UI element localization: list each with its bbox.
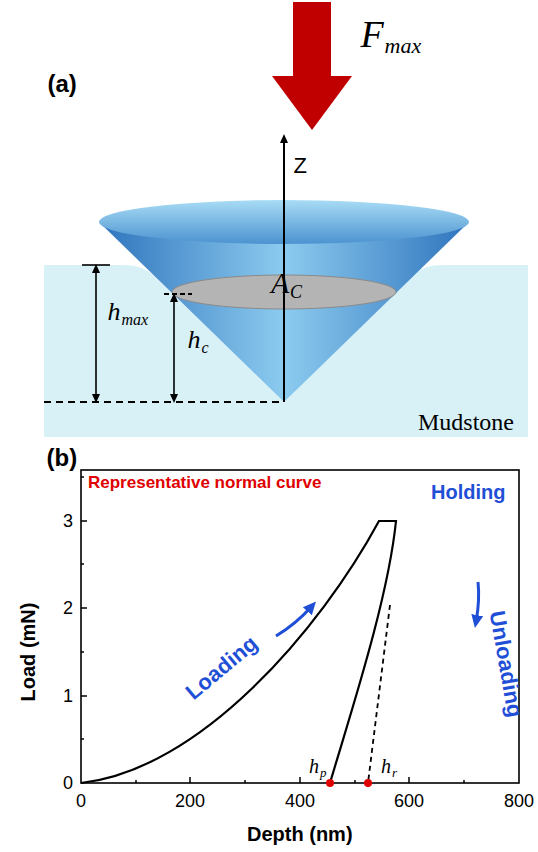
axis-title: Depth (nm)	[247, 824, 353, 844]
depth-symbol: h	[108, 299, 121, 325]
plot-frame	[81, 470, 519, 783]
axis-title: Load (mN)	[18, 603, 38, 702]
axis-ticks	[81, 477, 464, 783]
force-arrow	[272, 2, 352, 130]
depth-subscript: r	[392, 766, 397, 779]
panel-letter: (a)	[48, 72, 77, 96]
tick-label: 400	[285, 792, 315, 810]
depth-subscript: max	[122, 312, 149, 328]
unloading-arrow	[476, 582, 479, 622]
curve-title: Representative normal curve	[88, 474, 321, 491]
hc-dashed	[164, 293, 192, 295]
stage-label: Unloading	[486, 609, 526, 719]
area-symbol: A	[271, 268, 289, 298]
depth-symbol: h	[309, 756, 319, 776]
tick-label: 200	[175, 792, 205, 810]
stage-label: Holding	[431, 482, 505, 502]
depth-symbol: h	[381, 756, 391, 776]
panel-letter: (b)	[47, 446, 78, 470]
area-subscript: C	[290, 283, 302, 301]
load-depth-curve	[81, 521, 396, 783]
axis-name: Z	[294, 155, 307, 177]
force-symbol: F	[361, 15, 384, 53]
hr-point	[364, 779, 372, 787]
loading-arrow	[276, 606, 312, 636]
depth-subscript: p	[320, 766, 327, 779]
depth-subscript: c	[202, 340, 209, 356]
depth-symbol: h	[188, 327, 201, 353]
stage-label: Loading	[182, 632, 262, 704]
tick-label: 1	[63, 687, 73, 705]
hc-dimension	[173, 297, 175, 399]
tick-label: 600	[394, 792, 424, 810]
tick-label: 800	[504, 792, 534, 810]
tick-label: 0	[76, 792, 86, 810]
tick-label: 2	[63, 599, 73, 617]
force-subscript: max	[385, 35, 422, 57]
hp-point	[326, 779, 334, 787]
tick-label: 0	[63, 774, 73, 792]
unloading-tangent	[368, 605, 390, 783]
hmax-dimension	[95, 268, 97, 399]
tick-label: 3	[63, 512, 73, 530]
bottom-dashed	[44, 401, 284, 403]
hmax-tick	[82, 264, 110, 266]
material-name: Mudstone	[418, 410, 514, 434]
